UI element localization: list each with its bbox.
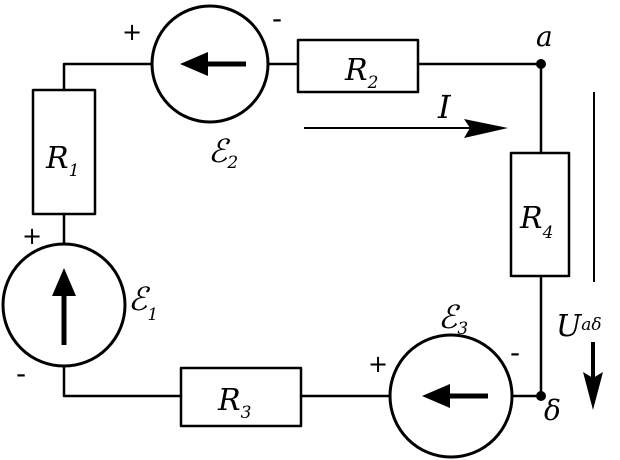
wire-left-top (62, 62, 154, 92)
resistor-r3 (179, 366, 303, 428)
source-e2-label: ℰ2 (208, 132, 238, 173)
resistor-r1-label: R1 (45, 141, 79, 181)
current-label: I (437, 88, 452, 126)
source-e1-minus: - (16, 357, 26, 390)
source-e2 (150, 4, 270, 124)
resistor-r2-label: R2 (344, 53, 378, 93)
node-b-label: δ (544, 394, 561, 427)
resistor-r2 (296, 38, 420, 94)
node-a-label: a (536, 20, 553, 53)
source-e1 (1, 242, 127, 368)
current-arrow-icon (304, 119, 508, 138)
voltage-label: Uaδ (556, 309, 602, 344)
voltage-arrow-icon (583, 342, 603, 410)
source-e1-label: ℰ1 (128, 280, 158, 325)
source-e3-minus: - (510, 336, 520, 369)
source-e2-minus: - (272, 2, 282, 35)
resistor-r4 (509, 151, 571, 278)
source-e2-plus: + (122, 18, 142, 46)
source-e1-arrow-icon (52, 268, 76, 345)
source-e3-plus: + (368, 350, 388, 378)
wire-left-bottom (62, 366, 183, 398)
source-e2-arrow-icon (180, 52, 246, 76)
resistor-r4-label: R4 (519, 201, 553, 243)
circuit-wires (62, 62, 543, 398)
resistor-r1 (31, 88, 97, 216)
source-e3 (388, 333, 514, 459)
node-a-dot (536, 59, 546, 69)
node-b-dot (536, 391, 546, 401)
resistor-r3-label: R3 (217, 383, 251, 423)
source-e3-label: ℰ3 (438, 298, 468, 339)
source-e1-plus: + (22, 222, 42, 250)
source-e3-arrow-icon (422, 384, 488, 408)
wire-top-right (416, 62, 543, 155)
